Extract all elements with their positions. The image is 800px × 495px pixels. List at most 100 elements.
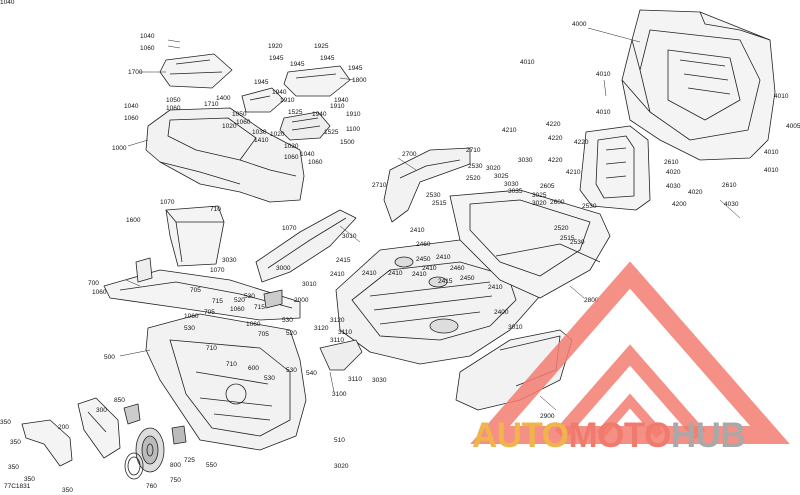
callout-2605: 2605	[540, 183, 555, 190]
part-850-knob	[123, 403, 141, 425]
callout-4220: 4220	[546, 121, 561, 128]
callout-2410: 2410	[362, 270, 377, 277]
callout-4020: 4020	[666, 169, 681, 176]
callout-2410: 2410	[436, 254, 451, 261]
callout-3110: 3110	[348, 376, 362, 383]
part-4000-rear-frame	[621, 9, 776, 161]
callout-4010: 4010	[596, 71, 611, 78]
part-1800-cover	[283, 65, 351, 97]
callout-530: 530	[184, 325, 195, 332]
leader-lines	[119, 27, 741, 411]
callout-800: 800	[170, 462, 181, 469]
callout-1060: 1060	[184, 313, 199, 320]
callout-4220: 4220	[548, 157, 563, 164]
part-300-column	[77, 397, 121, 459]
callout-2410: 2410	[488, 284, 503, 291]
callout-1945: 1945	[254, 79, 269, 86]
callout-540: 540	[306, 370, 317, 377]
callout-4030: 4030	[724, 201, 739, 208]
callout-4010: 4010	[596, 109, 611, 116]
callout-350: 350	[10, 439, 21, 446]
callout-1920: 1920	[268, 43, 283, 50]
callout-3025: 3025	[494, 173, 509, 180]
callout-1040: 1040	[0, 0, 15, 6]
callout-1945: 1945	[269, 55, 284, 62]
callout-2610: 2610	[722, 182, 737, 189]
callout-1070: 1070	[210, 267, 225, 274]
callout-1410: 1410	[254, 137, 269, 144]
callout-530: 530	[286, 367, 297, 374]
callout-2460: 2460	[450, 265, 465, 272]
callout-530: 530	[282, 317, 293, 324]
callout-3020: 3020	[486, 165, 501, 172]
callout-2710: 2710	[372, 182, 387, 189]
callout-510: 510	[334, 437, 345, 444]
callout-1940: 1940	[334, 97, 349, 104]
callout-530: 530	[264, 375, 275, 382]
callout-760: 760	[146, 483, 157, 490]
callout-3010: 3010	[508, 324, 523, 331]
callout-2530: 2530	[468, 163, 483, 170]
part-1000-console	[145, 107, 305, 203]
callout-1030: 1030	[284, 143, 299, 150]
callout-2700: 2700	[402, 151, 417, 158]
callout-2410: 2410	[410, 227, 425, 234]
callout-3030: 3030	[372, 377, 387, 384]
callout-1400: 1400	[216, 95, 231, 102]
logo-text-moto: MOTO	[568, 416, 672, 455]
callout-2515: 2515	[432, 200, 447, 207]
callout-600: 600	[248, 365, 259, 372]
callout-4210: 4210	[566, 169, 581, 176]
callout-1940: 1940	[312, 111, 327, 118]
callout-1050: 1050	[166, 97, 181, 104]
part-750-wheel	[135, 427, 165, 473]
callout-710: 710	[206, 345, 217, 352]
automotohub-logo	[470, 261, 790, 444]
callout-1020: 1020	[270, 131, 285, 138]
callout-1040: 1040	[300, 151, 315, 158]
callout-350: 350	[0, 419, 11, 426]
callout-750: 750	[170, 477, 181, 484]
callout-1070: 1070	[282, 225, 297, 232]
callout-4010: 4010	[764, 149, 779, 156]
callout-1710: 1710	[204, 101, 219, 108]
callout-1700: 1700	[128, 69, 143, 76]
callout-1060: 1060	[140, 45, 155, 52]
callout-2900: 2900	[540, 413, 555, 420]
callout-2410: 2410	[388, 270, 403, 277]
callout-2410: 2410	[422, 265, 437, 272]
callout-3025: 3025	[532, 192, 547, 199]
callout-715: 715	[254, 304, 265, 311]
callout-4005: 4005	[786, 123, 800, 130]
callout-530: 530	[244, 293, 255, 300]
callout-1060: 1060	[92, 289, 107, 296]
callout-4000: 4000	[572, 21, 587, 28]
callout-2530: 2530	[570, 239, 585, 246]
part-1400	[241, 87, 285, 113]
callout-2515: 2515	[560, 235, 575, 242]
callout-705: 705	[258, 331, 269, 338]
part-700-crossmember	[103, 257, 301, 321]
part-2400-floor-frame	[335, 239, 541, 365]
callout-1525: 1525	[324, 129, 339, 136]
callout-1050: 1050	[232, 111, 247, 118]
callout-1500: 1500	[340, 139, 355, 146]
callout-1060: 1060	[308, 159, 323, 166]
part-760-ring	[124, 452, 144, 480]
callout-1945: 1945	[348, 65, 363, 72]
callout-850: 850	[114, 397, 125, 404]
callout-1925: 1925	[314, 43, 329, 50]
callout-4020: 4020	[688, 189, 703, 196]
part-4200-panel	[579, 125, 651, 211]
callout-715: 715	[212, 298, 223, 305]
callout-3120: 3120	[314, 325, 329, 332]
part-1700-cover	[159, 53, 233, 89]
callout-4030: 4030	[666, 183, 681, 190]
callout-2520: 2520	[554, 225, 569, 232]
callout-1945: 1945	[320, 55, 335, 62]
automotohub-logo-text: AUTOMOTOHUB	[472, 416, 746, 455]
callout-3110: 3110	[330, 337, 344, 344]
callout-3035: 3035	[508, 188, 523, 195]
callout-1525: 1525	[288, 109, 303, 116]
